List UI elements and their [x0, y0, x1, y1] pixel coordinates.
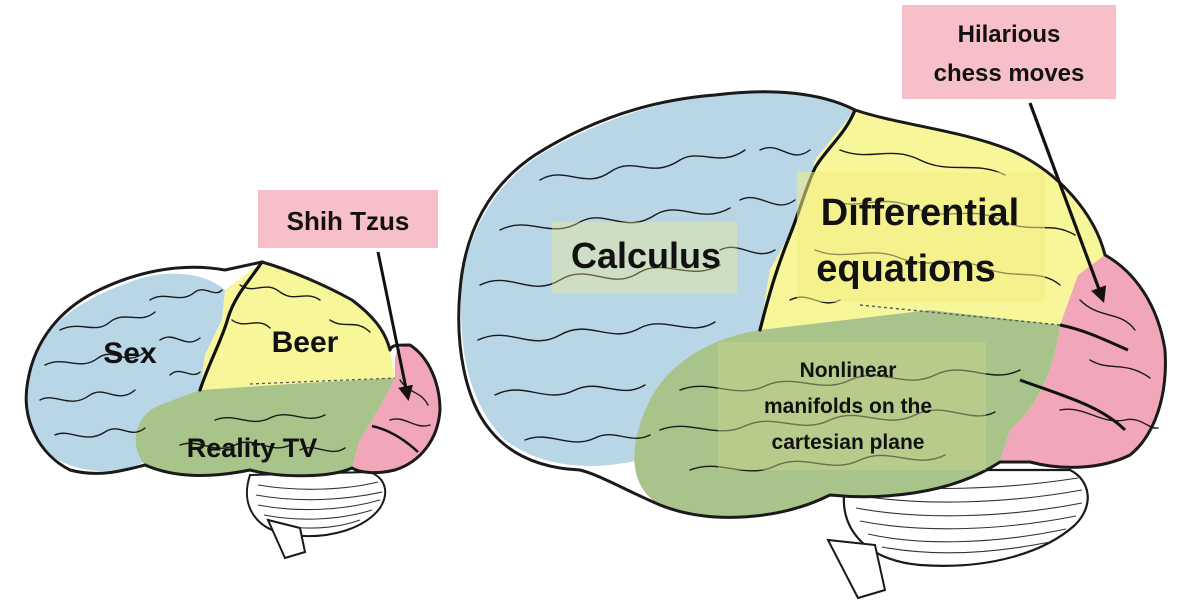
large-callout-line1: Hilarious [958, 21, 1061, 48]
small-callout-arrow [376, 251, 413, 401]
small-temporal-boundary [249, 377, 396, 385]
large-brain-outline [457, 90, 1167, 519]
small-gyri [39, 284, 431, 453]
small-temporal-label: Reality TV [187, 433, 318, 463]
large-callout-arrow [1028, 102, 1107, 304]
large-parietal-label-line2: equations [816, 248, 995, 290]
large-frontal-lobe [461, 91, 855, 466]
small-occipital-lobe [352, 345, 440, 473]
large-frontal-label: Calculus [571, 235, 721, 276]
large-temporal-lobe [634, 310, 1060, 518]
small-callout-box [258, 190, 438, 248]
small-occipital-sulcus [371, 424, 419, 453]
large-occipital-lobe [1000, 255, 1166, 468]
large-parietal-label-line1: Differential [821, 192, 1019, 234]
small-brain-outline [24, 260, 442, 478]
large-occipital-sulcus [1019, 323, 1129, 432]
small-parietal-label: Beer [272, 326, 339, 359]
small-parietal-lobe [200, 262, 395, 390]
large-callout-box [902, 5, 1116, 99]
small-brain [24, 260, 442, 560]
small-brainstem [266, 518, 307, 560]
large-temporal-label-line3: cartesian plane [772, 431, 925, 454]
large-temporal-label-line2: manifolds on the [764, 395, 932, 418]
large-frontal-label-highlight [552, 222, 737, 294]
small-central-sulcus [198, 260, 264, 392]
small-frontal-label: Sex [103, 337, 157, 370]
large-brainstem [826, 538, 887, 600]
large-parietal-label-highlight [797, 172, 1045, 302]
large-callout-line2: chess moves [934, 60, 1085, 87]
small-frontal-lobe [26, 273, 225, 472]
small-cerebellum [245, 470, 387, 538]
large-temporal-label-highlight [718, 342, 986, 470]
small-callout-text: Shih Tzus [287, 206, 410, 236]
large-temporal-label-line1: Nonlinear [800, 359, 897, 382]
